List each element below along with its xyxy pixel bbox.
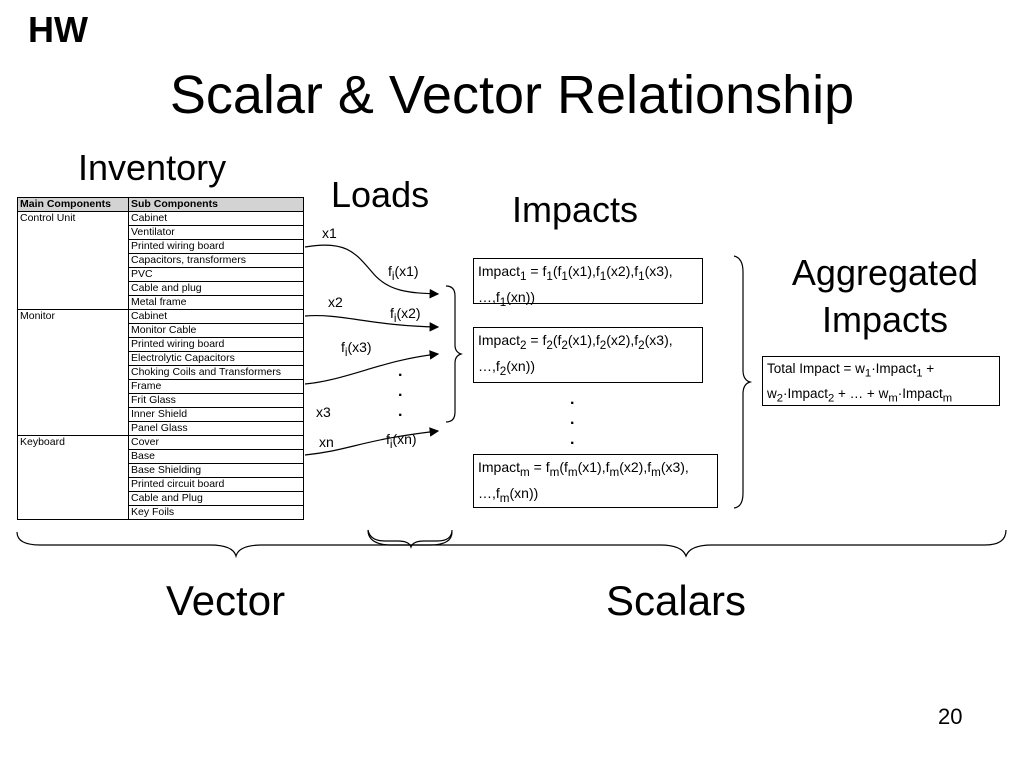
- load-ellipsis-dot: .: [398, 403, 403, 420]
- load-ellipsis-dot: .: [398, 383, 403, 400]
- slide-title: Scalar & Vector Relationship: [169, 65, 855, 125]
- impact-ellipsis-dot: .: [570, 431, 575, 448]
- main-component-cell: Monitor: [17, 309, 129, 436]
- load-input-xn: xn: [319, 434, 334, 450]
- impact-box-1: Impact1 = f1(f1(x1),f1(x2),f1(x3), …,f1(…: [473, 258, 703, 309]
- arrow-x2: [304, 314, 440, 332]
- hw-tag: HW: [28, 9, 88, 50]
- loads-underbrace: [367, 529, 453, 549]
- inventory-table: Main Components Sub Components Control U…: [17, 197, 304, 520]
- load-function-1: fi(x1): [388, 263, 419, 283]
- main-component-cell: Control Unit: [17, 211, 129, 310]
- load-input-x2: x2: [328, 294, 343, 310]
- impacts-brace: [733, 255, 753, 509]
- scalars-brace: [367, 529, 1007, 558]
- load-function-2: fi(x2): [390, 305, 421, 325]
- main-component-cell: Keyboard: [17, 435, 129, 520]
- impacts-label: Impacts: [512, 189, 639, 230]
- loads-brace: [445, 285, 463, 423]
- impact-box-2: Impact2 = f2(f2(x1),f2(x2),f2(x3), …,f2(…: [473, 327, 703, 383]
- load-input-x1: x1: [322, 225, 337, 241]
- load-input-x3: x3: [316, 404, 331, 420]
- impact-ellipsis-dot: .: [570, 391, 575, 408]
- load-ellipsis-dot: .: [398, 363, 403, 380]
- header-main-components: Main Components: [17, 197, 129, 212]
- arrow-x1: [304, 244, 440, 299]
- vector-brace: [16, 531, 453, 559]
- total-impact-box: Total Impact = w1·Impact1 + w2·Impact2 +…: [762, 356, 1000, 406]
- inventory-label: Inventory: [78, 147, 227, 188]
- scalars-label: Scalars: [606, 577, 747, 624]
- page-number: 20: [938, 704, 963, 729]
- load-function-3: fi(x3): [341, 339, 372, 359]
- arrow-x3: [304, 350, 440, 385]
- impact-box-m: Impactm = fm(fm(x1),fm(x2),fm(x3), …,fm(…: [473, 454, 718, 508]
- sub-component-cell: Key Foils: [128, 505, 304, 520]
- table-header-row: Main Components Sub Components: [17, 197, 304, 212]
- impact-ellipsis-dot: .: [570, 411, 575, 428]
- table-row: Key Foils: [18, 505, 304, 520]
- arrow-xn: [304, 427, 440, 456]
- vector-label: Vector: [166, 577, 286, 624]
- aggregated-impacts-label: Aggregated Impacts: [791, 252, 979, 340]
- header-sub-components: Sub Components: [128, 197, 304, 212]
- loads-label: Loads: [331, 174, 430, 215]
